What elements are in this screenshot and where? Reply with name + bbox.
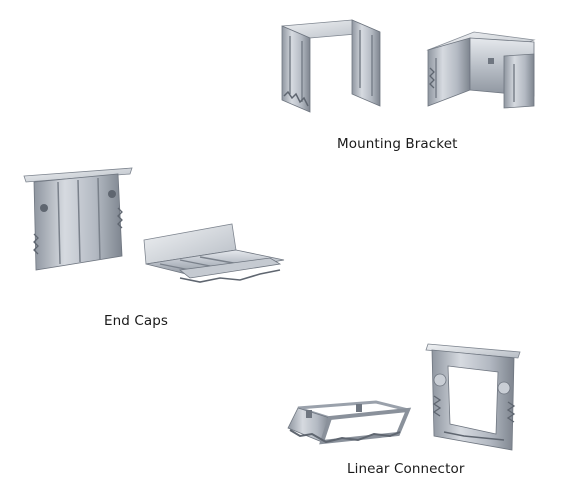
linear-connector-flat-icon	[286, 398, 416, 452]
mounting-bracket-caption: Mounting Bracket	[337, 136, 458, 152]
linear-connector-caption: Linear Connector	[347, 461, 465, 477]
end-caps-caption: End Caps	[104, 313, 169, 329]
end-cap-upright-icon	[22, 164, 137, 278]
mounting-bracket-front-icon	[276, 16, 386, 120]
linear-connector-upright-icon	[424, 340, 524, 456]
mounting-bracket-back-icon	[424, 28, 539, 117]
end-cap-flat-icon	[140, 220, 290, 289]
